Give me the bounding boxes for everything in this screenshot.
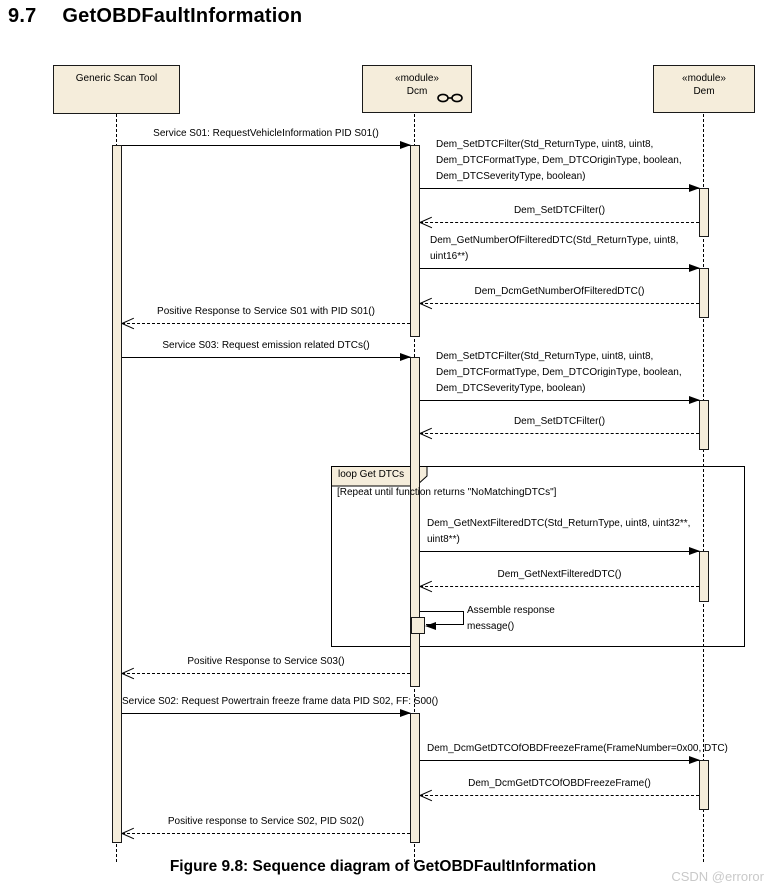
message-line <box>420 188 699 189</box>
message-line <box>122 357 410 358</box>
stereotype-label: «module» <box>682 73 726 84</box>
sync-arrowhead-icon <box>689 263 700 272</box>
return-arrowhead-icon <box>420 586 434 588</box>
message-line <box>420 586 699 587</box>
activation-dem-1 <box>699 188 709 237</box>
message-line <box>420 303 699 304</box>
section-title: GetOBDFaultInformation <box>62 5 303 27</box>
message-line <box>122 833 410 834</box>
message-line <box>420 551 699 552</box>
message-line <box>420 795 699 796</box>
section-number: 9.7 <box>8 5 37 27</box>
activation-dem-5 <box>699 760 709 810</box>
stereotype-label: «module» <box>395 73 439 84</box>
message-line <box>122 713 410 714</box>
page-title: 9.7 GetOBDFaultInformation <box>8 5 302 28</box>
message-label: Dem_DcmGetDTCOfOBDFreezeFrame() <box>468 778 651 789</box>
message-label: Service S01: RequestVehicleInformation P… <box>153 128 379 139</box>
message-label: Assemble response message() <box>467 605 555 632</box>
fragment-operator: loop Get DTCs <box>338 469 405 480</box>
message-line <box>122 145 410 146</box>
watermark: CSDN @erroror <box>671 869 764 884</box>
message-label: Dem_SetDTCFilter(Std_ReturnType, uint8, … <box>436 139 682 182</box>
activation-dem-2 <box>699 268 709 318</box>
message-label: Dem_GetNextFilteredDTC() <box>497 569 622 580</box>
self-message-assemble-response: Assemble response message() <box>420 605 555 632</box>
activation-gst <box>112 145 122 843</box>
message-line <box>420 433 699 434</box>
lifeline-dem <box>703 114 704 862</box>
return-arrowhead-icon <box>420 222 434 224</box>
message-label: Service S02: Request Powertrain freeze f… <box>122 696 439 707</box>
return-arrowhead-icon <box>420 303 434 305</box>
self-message-line <box>420 611 464 612</box>
sync-arrowhead-icon <box>689 395 700 404</box>
return-arrowhead-icon <box>420 433 434 435</box>
sync-arrowhead-icon <box>689 755 700 764</box>
sync-arrowhead-icon <box>400 708 411 717</box>
message-label: Service S03: Request emission related DT… <box>162 340 370 351</box>
activation-dcm-1 <box>410 145 420 337</box>
message-label: Dem_GetNumberOfFilteredDTC(Std_ReturnTyp… <box>430 235 679 262</box>
message-line <box>420 222 699 223</box>
return-arrowhead-icon <box>122 833 136 835</box>
module-glasses-icon <box>437 93 463 103</box>
sync-arrowhead-icon <box>425 622 436 631</box>
sync-arrowhead-icon <box>400 352 411 361</box>
fragment-guard: [Repeat until function returns "NoMatchi… <box>337 487 557 498</box>
message-label: Positive response to Service S02, PID S0… <box>167 816 365 827</box>
activation-dcm-3 <box>410 713 420 843</box>
return-arrowhead-icon <box>122 673 136 675</box>
message-line <box>420 760 699 761</box>
activation-dem-4 <box>699 551 709 602</box>
lifeline-name: Dem <box>693 86 715 97</box>
activation-dcm-nested <box>411 617 425 634</box>
sync-arrowhead-icon <box>689 183 700 192</box>
message-label: Positive Response to Service S01 with PI… <box>157 306 375 317</box>
message-line <box>122 323 410 324</box>
message-line <box>420 400 699 401</box>
lifeline-head-dcm: «module» Dcm <box>362 65 472 113</box>
message-label: Dem_SetDTCFilter(Std_ReturnType, uint8, … <box>436 351 682 394</box>
lifeline-name: Generic Scan Tool <box>75 73 158 84</box>
message-label: Dem_SetDTCFilter() <box>513 416 606 427</box>
message-label: Dem_DcmGetDTCOfOBDFreezeFrame(FrameNumbe… <box>427 743 728 754</box>
loop-fragment <box>331 466 745 647</box>
return-arrowhead-icon <box>122 323 136 325</box>
self-message-line <box>463 611 464 625</box>
sync-arrowhead-icon <box>400 140 411 149</box>
message-label: Positive Response to Service S03() <box>187 656 345 667</box>
lifeline-name: Dcm <box>406 86 428 97</box>
message-line <box>420 268 699 269</box>
sync-arrowhead-icon <box>689 546 700 555</box>
activation-dem-3 <box>699 400 709 450</box>
message-line <box>122 673 410 674</box>
figure-caption: Figure 9.8: Sequence diagram of GetOBDFa… <box>169 858 597 875</box>
return-arrowhead-icon <box>420 795 434 797</box>
message-label: Dem_SetDTCFilter() <box>513 205 606 216</box>
lifeline-head-generic-scan-tool: Generic Scan Tool <box>53 65 180 114</box>
message-label: Dem_DcmGetNumberOfFilteredDTC() <box>474 286 645 297</box>
activation-dcm-2 <box>410 357 420 687</box>
message-label: Dem_GetNextFilteredDTC(Std_ReturnType, u… <box>427 518 691 545</box>
self-message-line <box>426 624 464 625</box>
lifeline-head-dem: «module» Dem <box>653 65 755 113</box>
